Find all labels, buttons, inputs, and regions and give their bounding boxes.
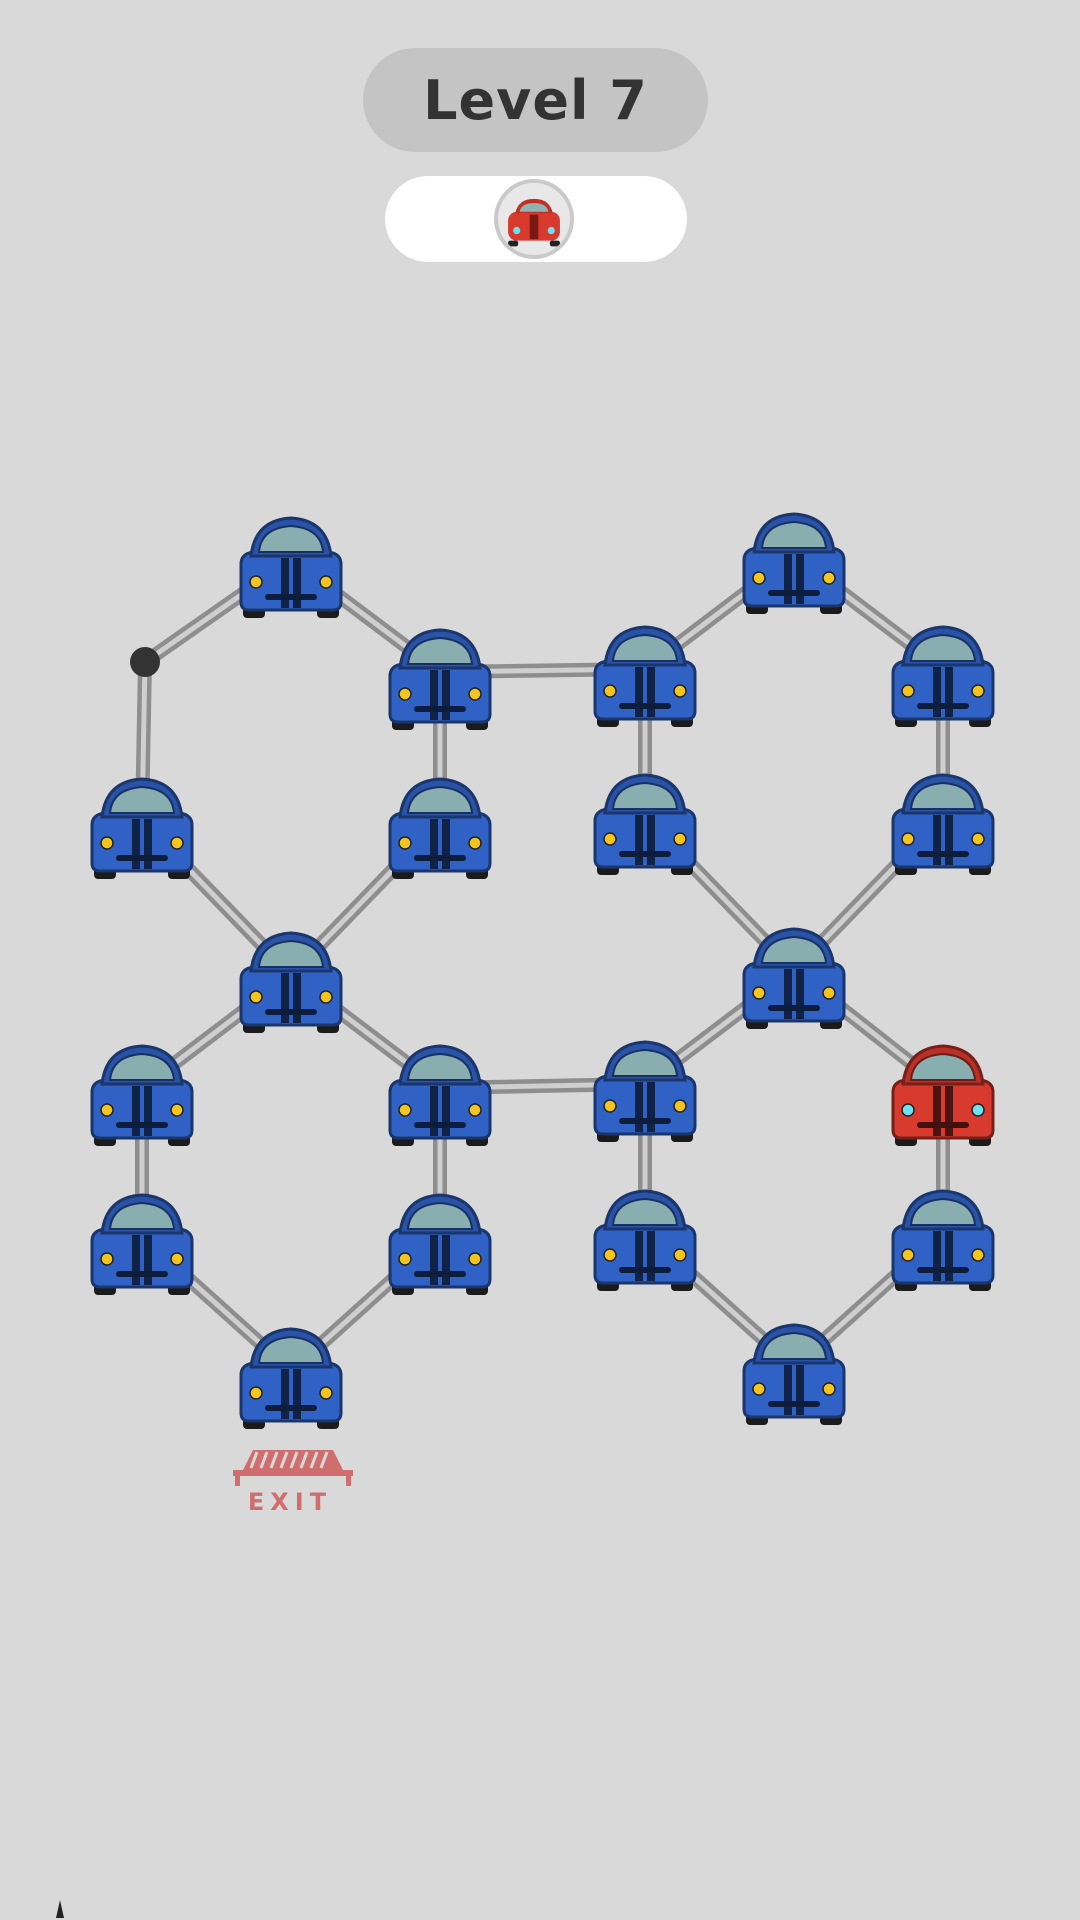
red-car-icon — [508, 198, 560, 247]
car-layer — [90, 512, 995, 1429]
blue-car[interactable] — [388, 628, 492, 730]
target-slot — [494, 179, 574, 259]
blue-car[interactable] — [90, 1193, 194, 1295]
blue-car[interactable] — [388, 1193, 492, 1295]
red-car[interactable] — [891, 1044, 995, 1146]
target-panel — [385, 176, 687, 262]
blue-car[interactable] — [742, 512, 846, 614]
blue-car[interactable] — [742, 1323, 846, 1425]
blue-car[interactable] — [891, 773, 995, 875]
blue-car[interactable] — [90, 1044, 194, 1146]
rope-anchor — [130, 647, 160, 677]
blue-car[interactable] — [891, 625, 995, 727]
corner-mark — [56, 1900, 64, 1918]
blue-car[interactable] — [593, 625, 697, 727]
blue-car[interactable] — [388, 777, 492, 879]
blue-car[interactable] — [593, 1040, 697, 1142]
exit-gate — [233, 1450, 353, 1486]
blue-car[interactable] — [239, 516, 343, 618]
blue-car[interactable] — [742, 927, 846, 1029]
blue-car[interactable] — [891, 1189, 995, 1291]
blue-car[interactable] — [239, 931, 343, 1033]
exit-label: EXIT — [247, 1488, 333, 1516]
blue-car[interactable] — [593, 1189, 697, 1291]
level-title: Level 7 — [423, 68, 648, 132]
blue-car[interactable] — [90, 777, 194, 879]
blue-car[interactable] — [593, 773, 697, 875]
blue-car[interactable] — [388, 1044, 492, 1146]
blue-car[interactable] — [239, 1327, 343, 1429]
level-indicator: Level 7 — [363, 48, 708, 152]
